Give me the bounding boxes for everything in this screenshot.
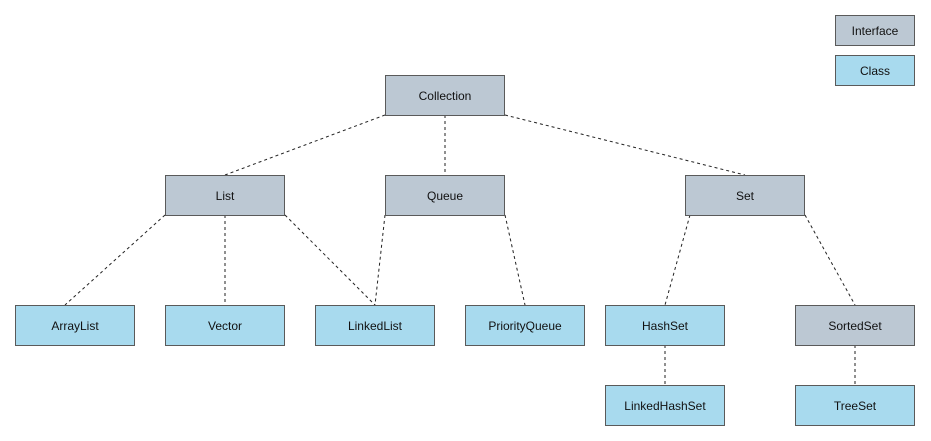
- edge-list-linkedlist: [284, 214, 376, 306]
- node-treeset-label: TreeSet: [833, 398, 877, 413]
- node-sortedset-label: SortedSet: [828, 318, 882, 333]
- node-list-label: List: [215, 188, 235, 203]
- node-sortedset: SortedSet: [795, 305, 915, 346]
- legend-class-label: Class: [859, 63, 890, 78]
- node-arraylist: ArrayList: [15, 305, 135, 346]
- node-queue: Queue: [385, 175, 505, 216]
- node-vector: Vector: [165, 305, 285, 346]
- edge-collection-list: [224, 114, 386, 176]
- legend-class: Class: [835, 55, 915, 86]
- node-list: List: [165, 175, 285, 216]
- node-priorityqueue-label: PriorityQueue: [488, 318, 562, 333]
- node-linkedhashset-label: LinkedHashSet: [624, 398, 706, 413]
- node-hashset-label: HashSet: [641, 318, 689, 333]
- node-linkedhashset: LinkedHashSet: [605, 385, 725, 426]
- edge-set-sortedset: [804, 214, 856, 306]
- edge-set-hashset: [664, 214, 691, 306]
- node-set: Set: [685, 175, 805, 216]
- legend-interface-label: Interface: [851, 23, 899, 38]
- node-collection-label: Collection: [418, 88, 472, 103]
- node-set-label: Set: [735, 188, 754, 203]
- node-linkedlist: LinkedList: [315, 305, 435, 346]
- edge-collection-set: [504, 114, 746, 176]
- node-vector-label: Vector: [207, 318, 243, 333]
- node-collection: Collection: [385, 75, 505, 116]
- node-arraylist-label: ArrayList: [51, 318, 99, 333]
- edge-queue-priorityqueue: [504, 214, 526, 306]
- node-queue-label: Queue: [426, 188, 464, 203]
- node-hashset: HashSet: [605, 305, 725, 346]
- node-treeset: TreeSet: [795, 385, 915, 426]
- legend-interface: Interface: [835, 15, 915, 46]
- node-linkedlist-label: LinkedList: [347, 318, 403, 333]
- edge-queue-linkedlist: [374, 214, 386, 306]
- edge-list-arraylist: [64, 214, 166, 306]
- node-priorityqueue: PriorityQueue: [465, 305, 585, 346]
